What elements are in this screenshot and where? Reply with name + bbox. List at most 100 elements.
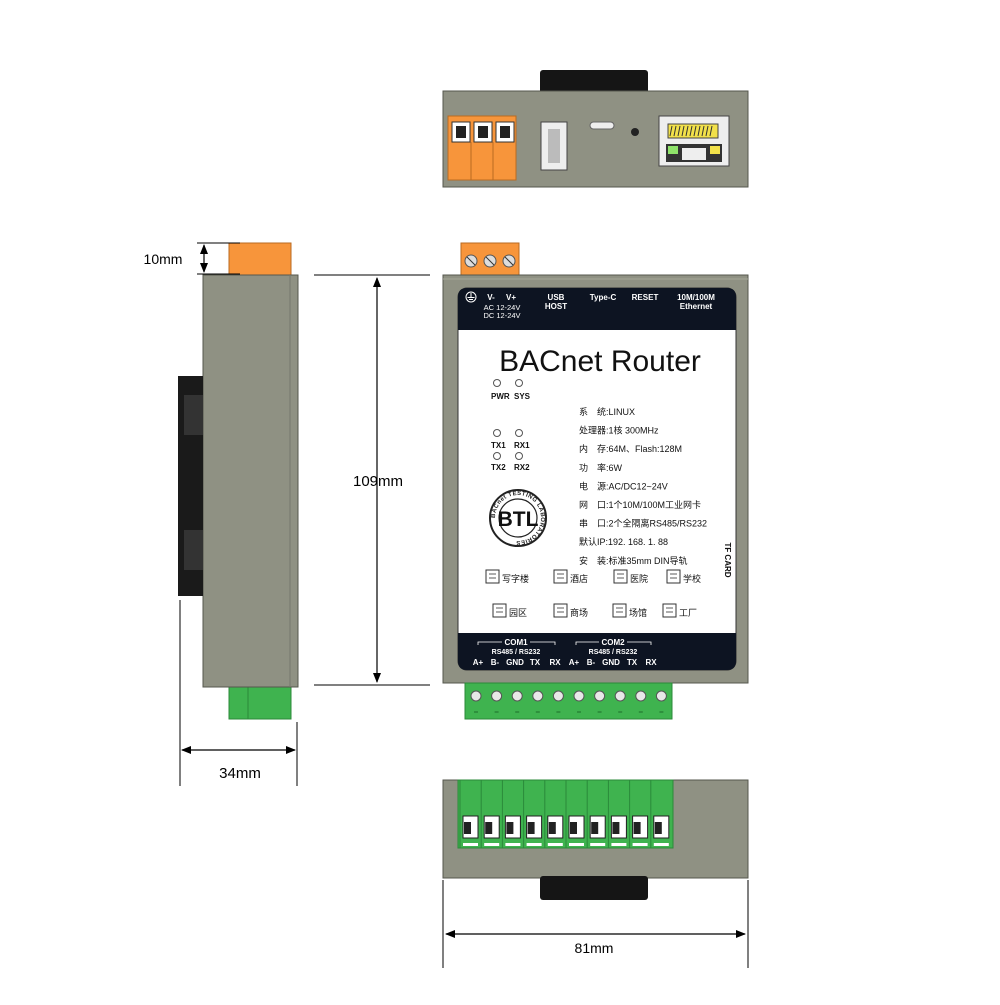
mall-icon (553, 603, 568, 618)
din-clip-top (540, 70, 648, 94)
usb-port-top (540, 121, 568, 171)
led-label-sys: SYS (514, 392, 531, 401)
terminal-screw (470, 690, 482, 702)
front-view: V- V+ AC 12-24V DC 12-24V USB HOST Type-… (442, 242, 749, 720)
label-usb: USB (548, 293, 565, 302)
led-label-tx2: TX2 (491, 463, 506, 472)
application-label: 学校 (683, 573, 701, 584)
terminal-screw (552, 690, 564, 702)
reset-hole-top (631, 128, 639, 136)
stadium-icon (612, 603, 627, 618)
typec-port-top (589, 121, 615, 130)
spec-value: 6W (609, 463, 623, 473)
bottom-view (442, 779, 749, 900)
spec-label: 系 统: (579, 406, 609, 417)
led-rx2 (515, 452, 523, 460)
dim-label-terminal: 10mm (144, 251, 183, 267)
side-view (178, 242, 299, 720)
terminal-screw (511, 690, 523, 702)
btl-letters: BTL (498, 508, 539, 531)
label-reset: RESET (632, 293, 659, 302)
dim-terminal: 10mm (144, 242, 240, 275)
terminal-screw (614, 690, 626, 702)
spec-row: 内 存:64M、Flash:128M (579, 443, 682, 454)
com2-label: COM2 (601, 638, 625, 647)
label-ethernet: Ethernet (680, 302, 713, 311)
spec-value: 64M、Flash:128M (609, 444, 683, 454)
din-rail-clip (178, 376, 203, 596)
label-v-minus: V- (487, 293, 495, 302)
side-power-terminal (228, 242, 292, 276)
application-label: 场馆 (629, 607, 647, 618)
dim-width: 81mm (442, 880, 749, 968)
spec-row: 功 率:6W (579, 462, 623, 473)
spec-row: 电 源:AC/DC12~24V (579, 480, 668, 491)
label-typec: Type-C (590, 293, 617, 302)
com1-pin-label: A+ (473, 658, 484, 667)
spec-label: 安 装: (579, 555, 609, 566)
spec-value: 1个10M/100M工业网卡 (609, 499, 702, 510)
school-icon (666, 569, 681, 584)
terminal-screw (655, 690, 667, 702)
com2-pin-label: GND (602, 658, 620, 667)
spec-label: 串 口: (579, 519, 609, 529)
led-group: PWR SYS TX1 RX1 TX2 RX2 (491, 379, 531, 472)
spec-label: 默认IP: (579, 536, 608, 547)
com1-sub: RS485 / RS232 (492, 649, 541, 656)
label-v-plus: V+ (506, 293, 516, 302)
application-label: 酒店 (570, 573, 588, 584)
com1-pin-label: GND (506, 658, 524, 667)
dim-label-width: 81mm (575, 940, 614, 956)
led-tx1 (493, 429, 501, 437)
front-footer-strip (458, 633, 736, 670)
terminal-screw (532, 690, 544, 702)
spec-row: 网 口:1个10M/100M工业网卡 (579, 499, 701, 510)
spec-label: 内 存: (579, 443, 609, 454)
terminal-screw (594, 690, 606, 702)
application-label: 园区 (509, 608, 527, 618)
com2-pin-label: B- (587, 658, 596, 667)
dim-height: 109mm (314, 274, 430, 686)
label-ac: AC 12-24V (484, 303, 521, 312)
terminal-screw (573, 690, 585, 702)
com-port-labels: COM1 RS485 / RS232 COM2 RS485 / RS232 A+… (473, 638, 657, 667)
ethernet-port-top (658, 115, 730, 167)
spec-row: 系 统:LINUX (579, 406, 635, 417)
application-list: 写字楼酒店医院学校园区商场场馆工厂 (485, 569, 701, 618)
label-ethernet-speed: 10M/100M (677, 293, 715, 302)
office-building-icon (485, 569, 500, 584)
serial-terminal-front (464, 682, 673, 720)
spec-row: 默认IP:192. 168. 1. 88 (579, 536, 668, 547)
terminal-screw (491, 690, 503, 702)
com2-sub: RS485 / RS232 (589, 649, 638, 656)
tf-card-label: TF CARD (723, 542, 732, 577)
dim-label-height: 109mm (353, 473, 403, 490)
com2-pin-label: RX (645, 658, 657, 667)
spec-label: 功 率: (579, 462, 609, 473)
led-tx2 (493, 452, 501, 460)
spec-value: AC/DC12~24V (609, 481, 668, 491)
spec-row: 串 口:2个全隔离RS485/RS232 (579, 518, 707, 529)
spec-row: 安 装:标准35mm DIN导轨 (579, 555, 688, 566)
label-host: HOST (545, 302, 567, 311)
com1-label: COM1 (504, 638, 528, 647)
side-serial-terminal (228, 686, 292, 720)
com2-pin-label: TX (627, 658, 638, 667)
com2-pin-label: A+ (569, 658, 580, 667)
led-label-rx2: RX2 (514, 463, 530, 472)
label-dc: DC 12-24V (483, 311, 520, 320)
hotel-icon (553, 569, 568, 584)
dim-label-depth: 34mm (219, 765, 261, 782)
spec-label: 电 源: (579, 480, 609, 491)
dim-depth: 34mm (179, 600, 298, 786)
front-power-terminal (460, 242, 520, 276)
spec-value: 192. 168. 1. 88 (608, 537, 668, 547)
led-label-rx1: RX1 (514, 441, 530, 450)
side-housing (202, 274, 299, 688)
com1-pin-label: RX (549, 658, 561, 667)
top-view (442, 70, 749, 188)
com1-pin-label: TX (530, 658, 541, 667)
product-title: BACnet Router (499, 345, 701, 378)
